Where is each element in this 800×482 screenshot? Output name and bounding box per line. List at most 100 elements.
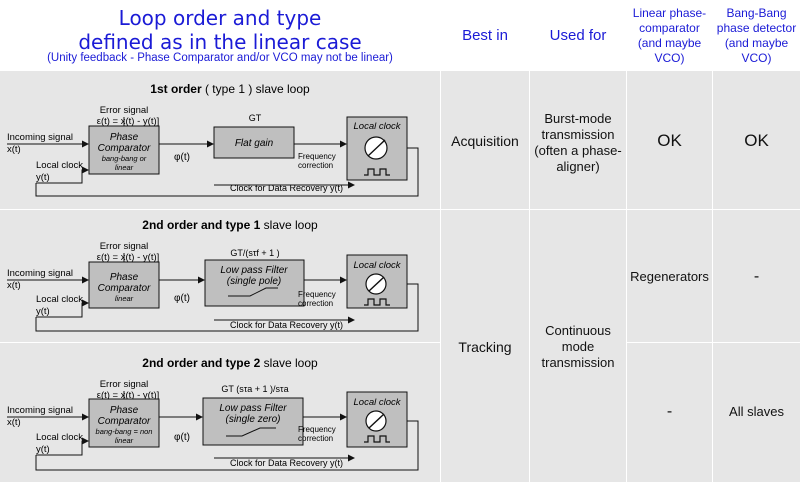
title-line-1: Loop order and type [118, 6, 322, 30]
connector-line [35, 420, 419, 471]
row-title: 1st order ( type 1 ) slave loop [150, 82, 310, 96]
gain-label: GT (sτa + 1 )/sτa [221, 384, 288, 394]
x-label: x(t) [7, 417, 21, 428]
used-for-continuous-line: mode [561, 339, 595, 354]
title-note: (Unity feedback - Phase Comparator and/o… [47, 52, 393, 64]
best-in-tracking-cell: Tracking [441, 210, 529, 482]
best-in-tracking: Tracking [458, 339, 512, 355]
error-signal-label: Error signal [100, 241, 149, 252]
local-clock-block-label: Local clock [354, 260, 402, 271]
header-linear-line: VCO) [654, 51, 685, 65]
bangbang-row-3-value: All slaves [729, 404, 784, 419]
bangbang-row-3-cell: All slaves [713, 343, 800, 482]
connector-line [36, 166, 89, 184]
connector-line [35, 147, 419, 197]
bangbang-row-1-value: OK [744, 131, 769, 150]
header-linear-line: Linear phase- [632, 6, 707, 20]
linear-row-2-cell: Regenerators [627, 210, 712, 342]
comparator-label: Comparator [98, 143, 151, 154]
comparator-label: Comparator [98, 283, 151, 294]
header-linear-line: comparator [639, 21, 700, 35]
header-linear-label: Linear phase- comparator (and maybe VCO) [627, 6, 712, 66]
filter-block [213, 126, 295, 159]
local-clock-block-label: Local clock [354, 121, 402, 132]
local-clock-block-label: Local clock [354, 397, 402, 408]
filter-label: Low pass Filter [220, 265, 288, 276]
frequency-correction-label: correction [298, 161, 333, 170]
used-for-continuous-line: transmission [541, 355, 615, 370]
comparator-sublabel: linear [115, 436, 134, 445]
phase-comparator-block [88, 261, 160, 309]
bangbang-row-2-value: - [753, 268, 760, 285]
header-bangbang: Bang-Bang phase detector (and maybe VCO) [713, 0, 800, 70]
comparator-sublabel: bang-bang or [102, 154, 147, 163]
header-bangbang-line: Bang-Bang [726, 6, 787, 20]
header-used-for-label: Used for [549, 27, 607, 44]
oscillator-icon [364, 136, 390, 176]
y-label: y(t) [36, 172, 50, 183]
comparator-label: Phase [110, 132, 139, 143]
loop-diagrams: 1st order ( type 1 ) slave loop Error si… [7, 82, 419, 471]
comparator-sublabel: bang-bang = non [96, 427, 153, 436]
filter-label: (single zero) [225, 414, 280, 425]
linear-row-1-value: OK [657, 131, 682, 150]
connector-line [36, 437, 89, 456]
filter-label: Low pass Filter [219, 403, 287, 414]
connector-line [35, 283, 419, 332]
phi-label: φ(t) [174, 152, 190, 163]
phi-label: φ(t) [174, 293, 190, 304]
local-clock-label: Local clock [36, 160, 83, 171]
used-for-burst-line: Burst-mode [544, 111, 612, 126]
row-title: 2nd order and type 2 slave loop [142, 356, 318, 370]
diagram-row-1: 1st order ( type 1 ) slave loop Error si… [7, 82, 419, 197]
header-best-in-label: Best in [462, 27, 508, 44]
linear-row-3-cell: - [627, 343, 712, 482]
frequency-correction-label: correction [298, 299, 333, 308]
frequency-correction-label: Frequency [298, 290, 336, 299]
clock-recovery-label: Clock for Data Recovery y(t) [230, 320, 343, 330]
filter-label: Flat gain [235, 138, 274, 149]
y-label: y(t) [36, 306, 50, 317]
phase-comparator-block [88, 398, 160, 448]
x-label: x(t) [7, 280, 21, 291]
filter-response-icon [228, 287, 278, 297]
comparator-sublabel: linear [115, 294, 134, 303]
error-signal-equation: ε(t) = x(t) - y(t)] [97, 390, 160, 401]
header-best-in: Best in [441, 0, 529, 70]
incoming-signal-label: Incoming signal [7, 405, 73, 416]
frequency-correction-label: Frequency [298, 425, 336, 434]
error-signal-label: Error signal [100, 379, 149, 390]
connector-line [36, 299, 89, 318]
clock-recovery-label: Clock for Data Recovery y(t) [230, 183, 343, 193]
bangbang-row-2-cell: - [713, 210, 800, 342]
header-linear-line: (and maybe [637, 36, 702, 50]
best-in-acquisition-cell: Acquisition [441, 71, 529, 209]
title-cell: Loop order and type defined as in the li… [0, 0, 440, 70]
best-in-acquisition: Acquisition [451, 133, 519, 149]
used-for-burst-line: transmission [541, 127, 615, 142]
linear-row-3-value: - [666, 403, 673, 420]
x-label: x(t) [7, 144, 21, 155]
filter-block [202, 397, 304, 446]
phase-comparator-block [88, 125, 160, 175]
incoming-signal-label: Incoming signal [7, 132, 73, 143]
clock-recovery-label: Clock for Data Recovery y(t) [230, 458, 343, 468]
filter-response-icon [226, 427, 276, 437]
diagram-row-3: 2nd order and type 2 slave loop Error si… [7, 356, 419, 471]
gain-label: GT/(sτf + 1 ) [230, 248, 279, 258]
error-signal-equation: ε(t) = x(t) - y(t)] [97, 116, 160, 127]
comparator-label: Phase [110, 405, 139, 416]
table-title: Loop order and type defined as in the li… [0, 6, 440, 54]
diagram-row-2: 2nd order and type 1 slave loop Error si… [7, 218, 419, 332]
header-used-for: Used for [530, 0, 626, 70]
header-bangbang-label: Bang-Bang phase detector (and maybe VCO) [713, 6, 800, 66]
used-for-continuous: Continuous mode transmission [530, 323, 626, 371]
oscillator-icon [364, 410, 390, 443]
header-bangbang-line: VCO) [741, 51, 772, 65]
used-for-burst-line: (often a phase- [534, 143, 622, 158]
comparator-sublabel: linear [115, 163, 134, 172]
header-bangbang-line: phase detector [716, 21, 797, 35]
used-for-burst-cell: Burst-mode transmission (often a phase- … [530, 71, 626, 209]
local-clock-label: Local clock [36, 294, 83, 305]
filter-label: (single pole) [227, 276, 281, 287]
